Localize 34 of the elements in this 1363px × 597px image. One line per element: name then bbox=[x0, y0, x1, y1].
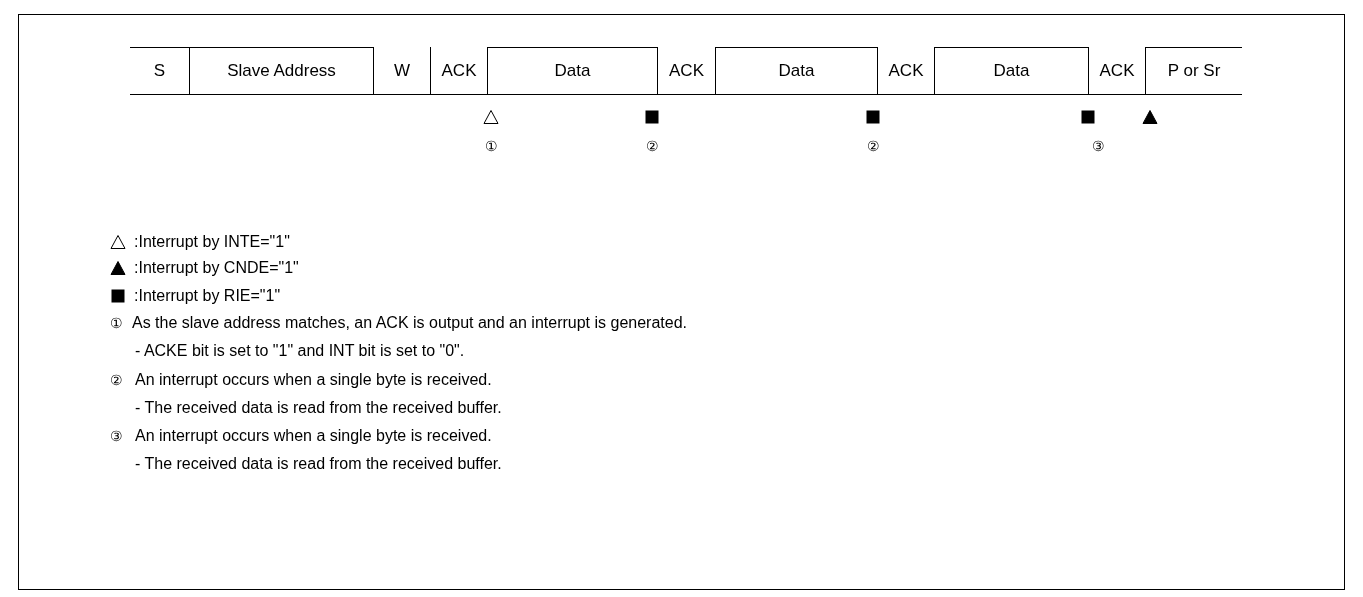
note-text: - The received data is read from the received buffer. bbox=[135, 454, 502, 474]
field-label: ACK bbox=[669, 60, 704, 81]
field-label: ACK bbox=[1099, 60, 1135, 81]
field-label: Data bbox=[993, 61, 1030, 81]
callout-number: ① bbox=[484, 137, 498, 156]
frame-field bbox=[715, 47, 878, 95]
callout-number: ② bbox=[110, 371, 123, 390]
field-label: ACK bbox=[441, 60, 477, 81]
callout-number: ① bbox=[110, 314, 123, 333]
field-label: ACK bbox=[888, 60, 924, 81]
note-text: An interrupt occurs when a single byte is received. bbox=[135, 426, 492, 446]
bit-field bbox=[374, 47, 431, 95]
legend-text: :Interrupt by INTE="1" bbox=[134, 232, 290, 252]
field-label: P or Sr bbox=[1167, 61, 1221, 81]
legend-text: :Interrupt by CNDE="1" bbox=[134, 258, 299, 278]
callout-number: ③ bbox=[110, 427, 123, 446]
field-label: S bbox=[153, 61, 166, 81]
frame-field bbox=[189, 47, 374, 95]
frame-field bbox=[934, 47, 1089, 95]
field-label: Data bbox=[554, 61, 591, 81]
frame-field bbox=[130, 47, 189, 95]
note-text: As the slave address matches, an ACK is output and an interrupt is generated. bbox=[132, 313, 687, 333]
callout-number: ② bbox=[645, 137, 659, 156]
callout-number: ② bbox=[866, 137, 880, 156]
note-text: - The received data is read from the received buffer. bbox=[135, 398, 502, 418]
field-label: W bbox=[393, 60, 410, 81]
field-label: Slave Address bbox=[227, 61, 336, 81]
callout-number: ③ bbox=[1091, 137, 1105, 156]
frame-field bbox=[1145, 47, 1242, 95]
field-label: Data bbox=[778, 61, 815, 81]
note-text: - ACKE bit is set to "1" and INT bit is set to "0". bbox=[135, 341, 465, 361]
frame-field bbox=[487, 47, 658, 95]
note-text: An interrupt occurs when a single byte is received. bbox=[135, 370, 492, 390]
legend-text: :Interrupt by RIE="1" bbox=[134, 286, 281, 306]
